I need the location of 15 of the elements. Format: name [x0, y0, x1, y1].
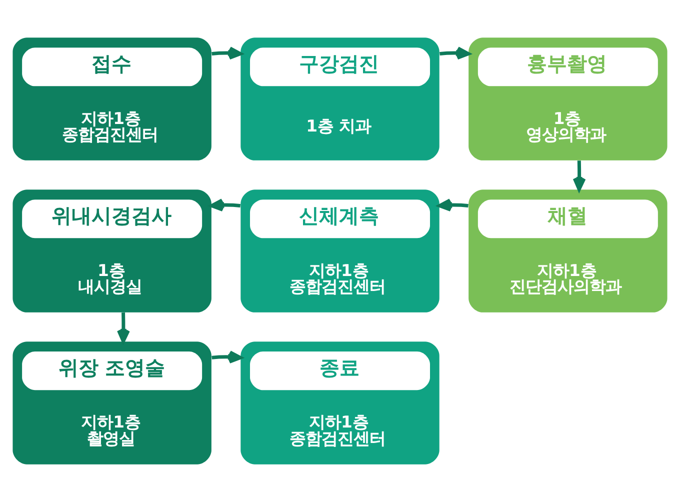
node-box: 신체계측 지하1층 종합검진센터 — [240, 189, 440, 312]
arrow — [212, 46, 242, 60]
arrow — [210, 198, 241, 212]
node-box: 위장 조영술 지하1층 촬영실 — [12, 341, 212, 464]
arrow — [116, 312, 130, 342]
arrow — [212, 350, 242, 363]
node-box: 채혈 지하1층 진단검사의학과 — [468, 189, 668, 312]
node-box: 종료 지하1층 종함검진센터 — [240, 341, 440, 464]
arrow — [572, 160, 586, 190]
node-box: 구강검진 1층 치과 — [240, 37, 440, 160]
arrow — [438, 198, 468, 212]
arrow — [440, 46, 470, 60]
node-box: 흉부촬영 1층 영상의학과 — [468, 37, 668, 160]
node-box: 접수 지하1층 종합검진센터 — [12, 37, 212, 160]
node-box: 위내시경검사 1층 내시경실 — [12, 189, 212, 312]
